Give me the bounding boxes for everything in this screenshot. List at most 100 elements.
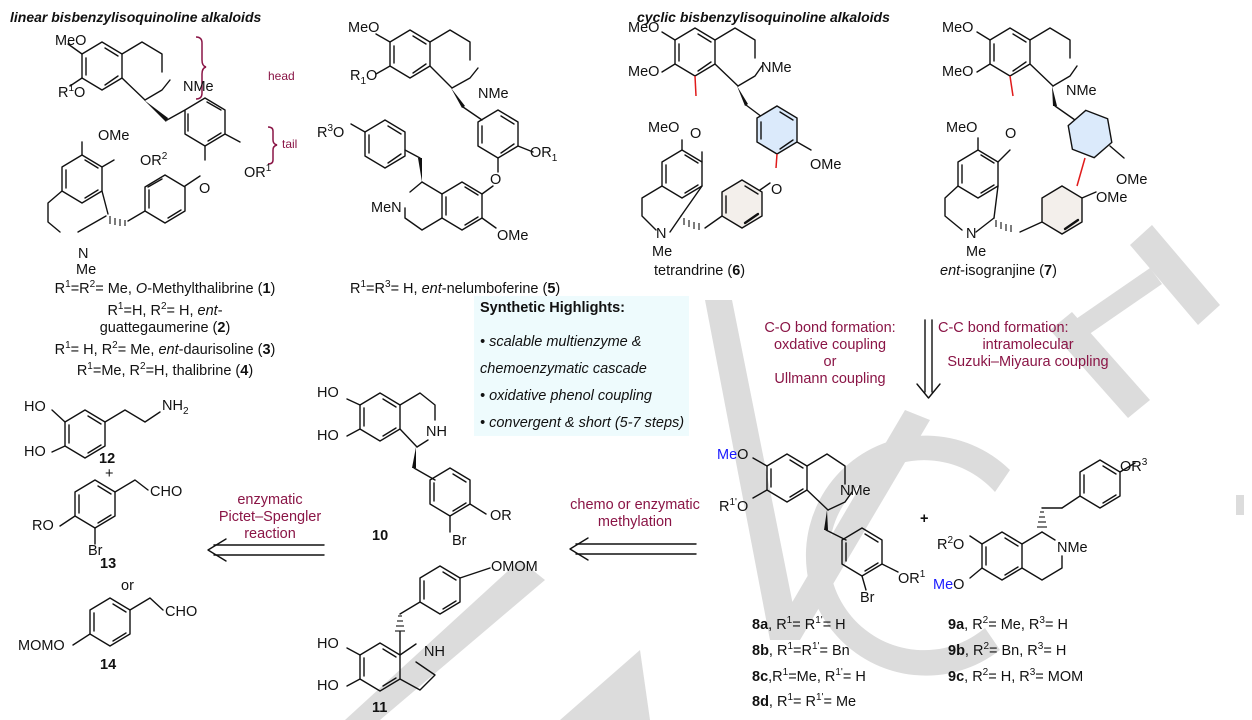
atom-label: OMOM — [491, 559, 538, 575]
compound-12-label: 12 — [99, 451, 116, 467]
caption-fragment: 8a — [752, 616, 769, 633]
compound-1-4-caption: R1=R2= Me, O-Methylthalibrine (1) R1=H, … — [20, 276, 310, 380]
caption-fragment: = H — [1044, 616, 1068, 633]
atom-label: OMe — [1116, 172, 1148, 188]
atom-label: OR2 — [140, 151, 168, 169]
condition-text: C-O bond formation: — [764, 320, 896, 336]
atom-label: Br — [860, 590, 875, 606]
caption-fragment: 3 — [1029, 666, 1036, 678]
atom-label: NMe — [840, 483, 871, 499]
compound-14-label: 14 — [100, 657, 117, 673]
atom-label: OMe — [810, 157, 842, 173]
condition-text: chemo or enzymatic — [570, 497, 700, 513]
caption-fragment: , R — [768, 642, 788, 659]
caption-fragment: = H — [842, 668, 866, 685]
caption-fragment: ent — [158, 341, 179, 358]
atom-label: OR3 — [1120, 457, 1148, 475]
caption-fragment: =R — [366, 280, 385, 297]
structure-compound-12 — [51, 409, 161, 459]
atom-label: OR1 — [898, 569, 926, 587]
caption-fragment: 1' — [815, 615, 823, 626]
atom-label: NMe — [1057, 540, 1088, 556]
atom-label: MeO — [348, 20, 380, 36]
caption-line: R1= H, R2= Me, ent-daurisoline (3) — [20, 337, 310, 359]
condition-text: Ullmann coupling — [774, 371, 886, 387]
caption-line: 9b, R2= Bn, R3= H — [948, 638, 1083, 660]
caption-fragment: ) — [740, 263, 746, 279]
caption-fragment: 2 — [982, 615, 989, 626]
caption-fragment: 1 — [786, 615, 793, 626]
highlight-item: • oxidative phenol coupling — [480, 388, 652, 404]
cc-bond-conditions: C-C bond formation: intramolecular Suzuk… — [928, 320, 1128, 371]
caption-fragment: 9c — [948, 668, 965, 685]
caption-fragment: 3 — [1037, 640, 1044, 652]
caption-fragment: 9b — [948, 642, 965, 659]
caption-fragment: , R — [768, 616, 787, 633]
structure-compound-7 — [944, 27, 1125, 235]
caption-fragment: ent — [940, 263, 961, 279]
structure-compound-6 — [641, 27, 812, 233]
caption-fragment: 7 — [1044, 263, 1053, 279]
condition-text: enzymatic — [237, 492, 303, 508]
caption-line: guattegaumerine (2) — [20, 320, 310, 337]
atom-label: O — [1005, 126, 1017, 142]
caption-fragment: = H — [822, 616, 846, 633]
atom-label: Me — [966, 244, 987, 260]
caption-fragment: 2 — [89, 279, 96, 290]
atom-label: MeO — [942, 20, 974, 36]
caption-fragment: , R — [964, 616, 983, 633]
caption-fragment: 6 — [732, 263, 741, 279]
caption-line: 8d, R1= R1'= Me — [752, 689, 866, 711]
retro-arrow-pictet-spengler[interactable] — [207, 538, 325, 562]
compound-13-label: 13 — [100, 556, 117, 572]
watermark-stroke — [1050, 312, 1150, 418]
atom-label: N — [656, 226, 667, 242]
caption-fragment: , R — [964, 668, 983, 685]
caption-fragment: 8d — [752, 694, 769, 711]
retro-arrow-down[interactable] — [916, 319, 941, 399]
caption-fragment: 2 — [112, 339, 118, 351]
caption-fragment: 1' — [815, 692, 824, 704]
atom-label: MeO — [933, 577, 965, 593]
atom-label: R1O — [350, 68, 378, 87]
caption-fragment: =R — [70, 280, 90, 297]
caption-fragment: = Me, — [117, 341, 159, 358]
caption-fragment: -nelumboferine ( — [441, 280, 548, 297]
caption-fragment: =R — [793, 642, 812, 659]
co-bond-conditions: C-O bond formation: oxdative coupling or… — [750, 320, 910, 388]
caption-line: 9c, R2= H, R3= MOM — [948, 664, 1083, 686]
compound-10-label: 10 — [372, 528, 389, 544]
caption-fragment: = Bn — [819, 642, 850, 659]
caption-fragment: 2 — [217, 319, 226, 336]
plus-sign-bold: + — [920, 511, 929, 527]
caption-fragment: ) — [270, 341, 276, 358]
atom-label: NMe — [1066, 83, 1097, 99]
watermark-stroke — [560, 650, 650, 720]
caption-line: R1=R2= Me, O-Methylthalibrine (1) — [20, 276, 310, 298]
caption-fragment: 1' — [811, 640, 820, 652]
atom-label: O — [771, 182, 783, 198]
caption-fragment: 5 — [547, 280, 556, 297]
caption-fragment: 1 — [262, 280, 271, 297]
caption-fragment: ) — [270, 280, 276, 297]
structure-compound-5 — [350, 29, 534, 231]
watermark-stroke — [705, 300, 800, 640]
structure-compound-11 — [346, 565, 491, 692]
atom-label: CHO — [150, 484, 183, 500]
atom-label: MeO — [717, 447, 749, 463]
caption-fragment: 8b — [752, 642, 769, 659]
caption-fragment: 2 — [983, 640, 990, 652]
caption-line: 8b, R1=R1'= Bn — [752, 638, 866, 660]
watermark-stroke — [1236, 495, 1244, 515]
atom-label: O — [490, 172, 502, 188]
caption-fragment: guattegaumerine ( — [99, 319, 218, 336]
head-brace — [195, 36, 207, 100]
caption-fragment: 2 — [160, 300, 167, 312]
condition-text: Pictet–Spengler — [218, 509, 322, 525]
caption-fragment: 2 — [982, 666, 989, 678]
caption-fragment: = H, — [166, 302, 198, 319]
condition-text: intramolecular — [982, 337, 1074, 353]
caption-fragment: ) — [225, 319, 231, 336]
retro-arrow-methylation[interactable] — [569, 537, 697, 561]
caption-fragment: 1' — [835, 666, 843, 678]
